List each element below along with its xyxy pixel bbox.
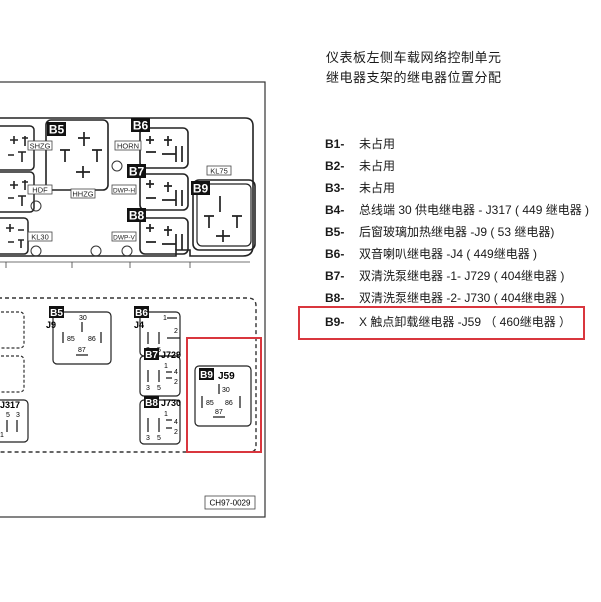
relay-j317-pin-5: 5 bbox=[6, 412, 10, 419]
legend-row-b3: B3- 未占用 bbox=[325, 179, 395, 196]
relay-slot-j729: B7 bbox=[145, 350, 158, 361]
relay-j730-pin-3: 3 bbox=[146, 435, 150, 442]
relay-j4-pin-2: 2 bbox=[174, 328, 178, 335]
socket-b8 bbox=[139, 217, 189, 255]
relay-j59 bbox=[194, 365, 252, 427]
relay-j4-pin-1: 1 bbox=[163, 315, 167, 322]
relay-slot-j4: B6 bbox=[135, 308, 148, 319]
relay-j59-pin-87: 87 bbox=[215, 409, 223, 416]
relay-j730 bbox=[139, 399, 181, 445]
slot-badge-b8: B8 bbox=[129, 209, 145, 223]
relay-slot-j59: B9 bbox=[200, 370, 213, 381]
legend-text: 双清洗泵继电器 -2- J730 ( 404继电器 ) bbox=[359, 291, 565, 305]
legend-code: B9- bbox=[325, 315, 345, 329]
legend-text: 未占用 bbox=[359, 137, 396, 151]
legend-text: 双清洗泵继电器 -1- J729 ( 404继电器 ) bbox=[359, 269, 565, 283]
relay-j730-pin-1: 1 bbox=[164, 411, 168, 418]
legend-row-b1: B1- 未占用 bbox=[325, 135, 395, 152]
relay-j9-pin-87: 87 bbox=[78, 347, 86, 354]
relay-j9-pin-85: 85 bbox=[67, 336, 75, 343]
relay-j59-pin-86: 86 bbox=[225, 400, 233, 407]
relay-name-j4: J4 bbox=[134, 320, 144, 330]
relay-slot-j9: B5 bbox=[50, 308, 63, 319]
fuse-label-dwp-h: DWP-H bbox=[113, 188, 135, 195]
socket-b6 bbox=[139, 127, 189, 169]
fuse-label-shzg: SHZG bbox=[30, 142, 51, 151]
relay-j729-pin-5: 5 bbox=[157, 385, 161, 392]
legend-text: 未占用 bbox=[359, 159, 396, 173]
legend-row-b9: B9- X 触点卸载继电器 -J59 （ 460继电器 ） bbox=[325, 313, 571, 330]
relay-j317-pin-1: 1 bbox=[0, 432, 4, 439]
slot-badge-b7: B7 bbox=[129, 165, 145, 179]
fuse-label-hdf: HDF bbox=[32, 186, 48, 195]
legend-code: B3- bbox=[325, 181, 345, 195]
legend-text: 双音喇叭继电器 -J4 ( 449继电器 ) bbox=[359, 247, 538, 261]
relay-j9-pin-30: 30 bbox=[79, 315, 87, 322]
slot-badge-b5: B5 bbox=[49, 123, 65, 137]
relay-j730-pin-4: 4 bbox=[174, 419, 178, 426]
legend-row-b2: B2- 未占用 bbox=[325, 157, 395, 174]
relay-name-j730: J730 bbox=[161, 398, 181, 408]
relay-slot-j730: B8 bbox=[145, 398, 158, 409]
relay-j317-pin-3: 3 bbox=[16, 412, 20, 419]
relay-j59-pin-30: 30 bbox=[222, 387, 230, 394]
socket-b7 bbox=[139, 173, 189, 211]
relay-name-j9: J9 bbox=[46, 320, 56, 330]
relay-name-j59: J59 bbox=[218, 371, 235, 382]
legend-b9-highlight bbox=[298, 306, 585, 340]
upper-relay-carrier: SHZG HORN HDF HHZG DWP-H KL75 KL30 DWP-V… bbox=[0, 117, 256, 268]
relay-j9 bbox=[52, 311, 112, 365]
fuse-label-dwp-v: DWP-V bbox=[113, 235, 135, 242]
relay-j730-pin-5: 5 bbox=[157, 435, 161, 442]
legend-row-b4: B4- 总线端 30 供电继电器 - J317 ( 449 继电器 ) bbox=[325, 201, 589, 218]
legend-code: B5- bbox=[325, 225, 345, 239]
relay-j729-pin-4: 4 bbox=[174, 369, 178, 376]
legend-text: 后窗玻璃加热继电器 -J9 ( 53 继电器) bbox=[359, 225, 555, 239]
relay-name-j317: J317 bbox=[0, 400, 20, 410]
figure-code: CH97-0029 bbox=[210, 499, 251, 508]
legend-row-b5: B5- 后窗玻璃加热继电器 -J9 ( 53 继电器) bbox=[325, 223, 554, 240]
slot-badge-b6: B6 bbox=[133, 119, 149, 133]
legend-code: B2- bbox=[325, 159, 345, 173]
slot-badge-b9: B9 bbox=[193, 182, 209, 196]
fuse-label-kl30: KL30 bbox=[31, 233, 49, 242]
legend-code: B4- bbox=[325, 203, 345, 217]
fuse-label-hhzg: HHZG bbox=[72, 190, 93, 199]
relay-j9-pin-86: 86 bbox=[88, 336, 96, 343]
relay-name-j729: J729 bbox=[161, 350, 181, 360]
legend-text: 总线端 30 供电继电器 - J317 ( 449 继电器 ) bbox=[359, 203, 590, 217]
fuse-label-kl75: KL75 bbox=[210, 167, 228, 176]
lower-relay-layout: J317 5 3 1 B5 J9 30 85 86 87 B6 J4 1 2 3… bbox=[0, 297, 262, 453]
legend-row-b8: B8- 双清洗泵继电器 -2- J730 ( 404继电器 ) bbox=[325, 289, 564, 306]
relay-j729-pin-2: 2 bbox=[174, 379, 178, 386]
relay-j317 bbox=[0, 399, 29, 443]
legend-code: B8- bbox=[325, 291, 345, 305]
socket-b9 bbox=[192, 179, 256, 251]
legend-row-b6: B6- 双音喇叭继电器 -J4 ( 449继电器 ) bbox=[325, 245, 537, 262]
diagram-frame bbox=[0, 81, 266, 518]
page-title-line2: 继电器支架的继电器位置分配 bbox=[326, 70, 502, 85]
fuse-label-horn: HORN bbox=[117, 142, 139, 151]
relay-j59-pin-85: 85 bbox=[206, 400, 214, 407]
legend-text: 未占用 bbox=[359, 181, 396, 195]
relay-j59-highlight bbox=[186, 337, 262, 453]
relay-j729-pin-3: 3 bbox=[146, 385, 150, 392]
legend-code: B1- bbox=[325, 137, 345, 151]
relay-j729-pin-1: 1 bbox=[164, 363, 168, 370]
relay-j730-pin-2: 2 bbox=[174, 429, 178, 436]
relay-j729 bbox=[139, 355, 181, 397]
legend-code: B7- bbox=[325, 269, 345, 283]
page-title-line1: 仪表板左侧车载网络控制单元 bbox=[326, 50, 502, 65]
legend-text: X 触点卸载继电器 -J59 （ 460继电器 ） bbox=[359, 315, 572, 329]
legend-row-b7: B7- 双清洗泵继电器 -1- J729 ( 404继电器 ) bbox=[325, 267, 564, 284]
legend-code: B6- bbox=[325, 247, 345, 261]
